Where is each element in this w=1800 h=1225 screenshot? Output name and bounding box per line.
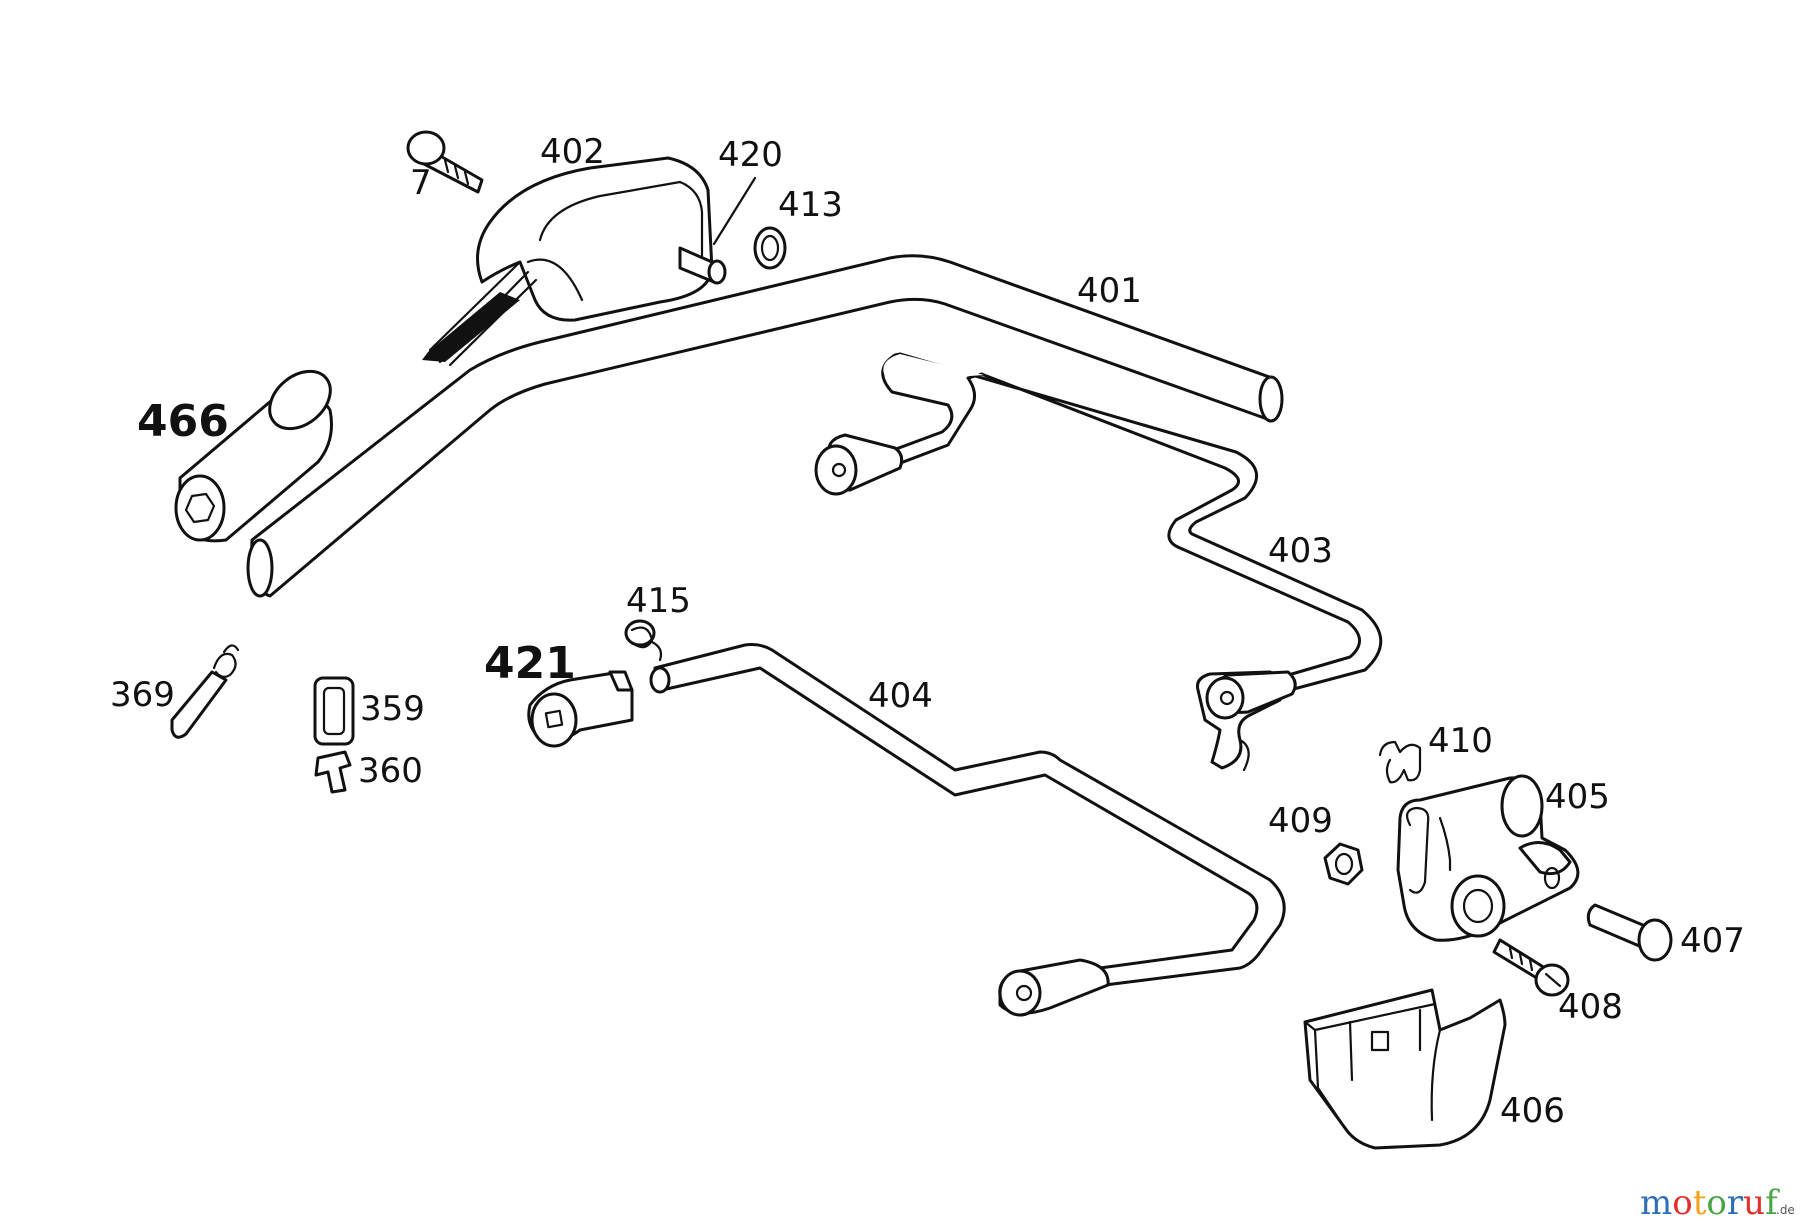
rod-403: [814, 352, 1383, 692]
lever-421: [527, 670, 634, 748]
clip-415: [624, 619, 663, 662]
label-359: 359: [360, 689, 425, 729]
watermark-letter: o: [1706, 1183, 1726, 1223]
grip-466: [174, 369, 333, 543]
clip-410: [1378, 740, 1422, 784]
label-415: 415: [626, 581, 691, 621]
cover-406: [1303, 988, 1507, 1150]
pin-420: [678, 176, 757, 285]
housing-405: [1396, 774, 1580, 942]
watermark-letter: f: [1765, 1183, 1780, 1223]
bolt-7: [406, 130, 484, 194]
label-7: 7: [410, 163, 432, 203]
handle-bar-401: [246, 254, 1284, 598]
spring-369: [170, 644, 240, 739]
label-406: 406: [1500, 1091, 1565, 1131]
label-421: 421: [484, 638, 576, 689]
label-407: 407: [1680, 921, 1745, 961]
label-360: 360: [358, 751, 423, 791]
label-409: 409: [1268, 801, 1333, 841]
label-420: 420: [718, 135, 783, 175]
label-413: 413: [778, 185, 843, 225]
watermark-letter: u: [1743, 1183, 1765, 1223]
label-410: 410: [1428, 721, 1493, 761]
motoruf-watermark: motoruf .de: [1640, 1183, 1795, 1223]
housing-402: [422, 156, 714, 367]
svg-text:motoruf: motoruf: [1640, 1183, 1780, 1223]
watermark-letter: r: [1727, 1183, 1744, 1223]
watermark-letter: o: [1672, 1183, 1692, 1223]
gasket-359: [313, 676, 355, 746]
label-403: 403: [1268, 531, 1333, 571]
label-408: 408: [1558, 987, 1623, 1027]
label-466: 466: [137, 396, 229, 447]
watermark-letter: m: [1640, 1183, 1672, 1223]
label-404: 404: [868, 676, 933, 716]
bolt-407: [1586, 903, 1673, 962]
label-401: 401: [1077, 271, 1142, 311]
part-labels: 7 402 420 413 401 466 403 415 421 404 36…: [110, 132, 1745, 1131]
bracket-403-end: [1196, 670, 1297, 772]
watermark-letter: t: [1693, 1183, 1707, 1223]
screw-408: [1492, 938, 1570, 997]
watermark-suffix: .de: [1776, 1203, 1795, 1217]
ring-413: [753, 226, 787, 270]
label-369: 369: [110, 675, 175, 715]
rod-404: [649, 643, 1286, 1017]
label-402: 402: [540, 132, 605, 172]
nut-409: [1323, 842, 1364, 886]
label-405: 405: [1545, 777, 1610, 817]
clamp-360: [314, 750, 352, 794]
